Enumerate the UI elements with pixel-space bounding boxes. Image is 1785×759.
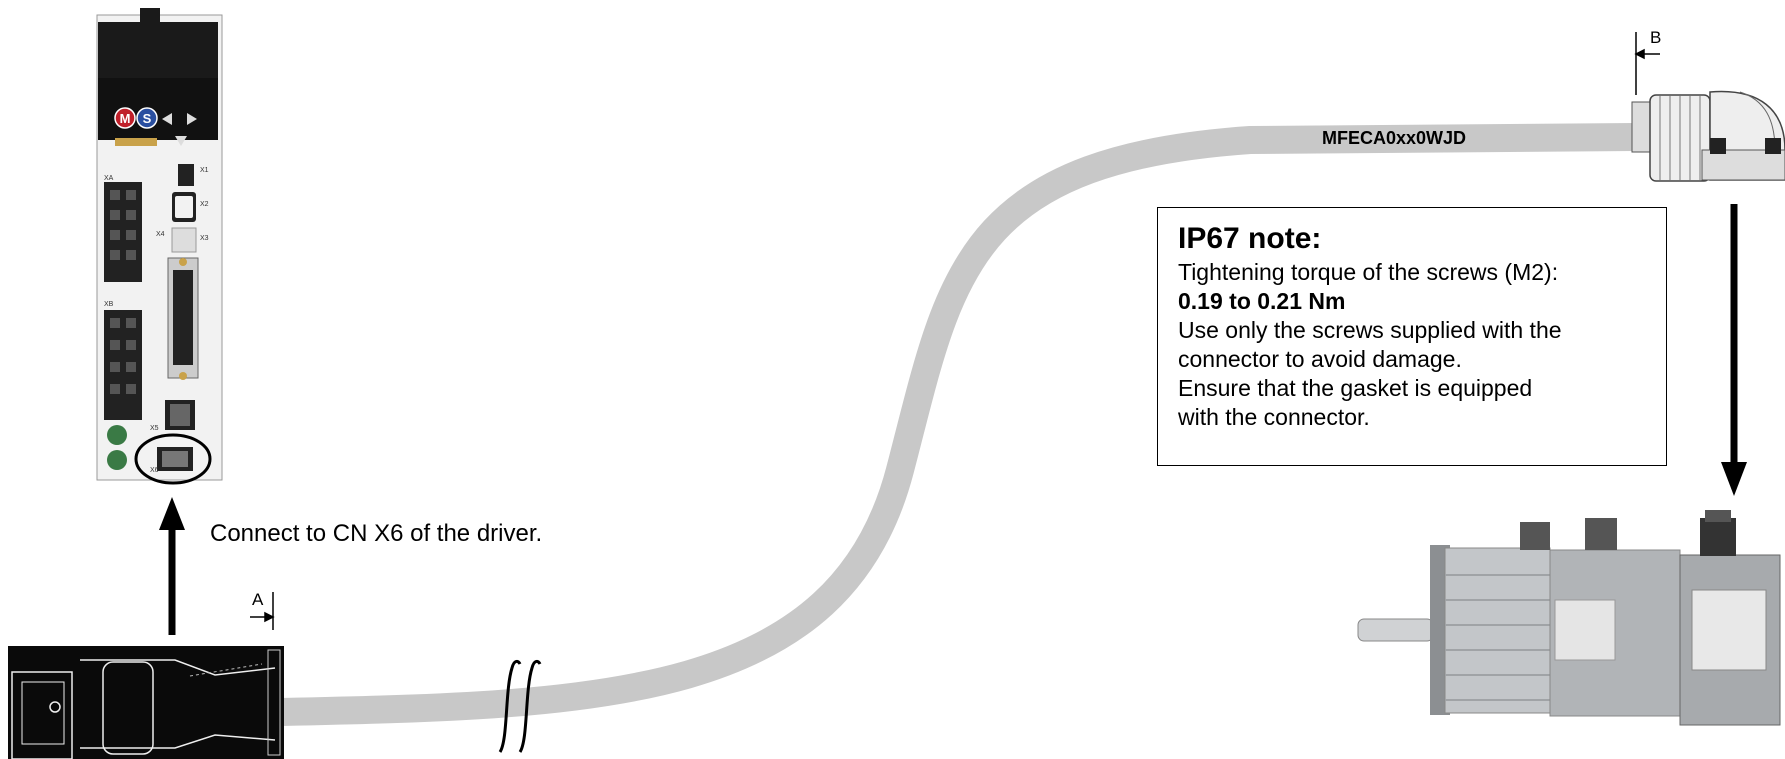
down-arrow-icon	[175, 136, 187, 146]
motor-arrow	[1721, 204, 1747, 496]
dimension-a-label: A	[252, 590, 264, 609]
connect-arrow	[159, 497, 185, 635]
port-label-x3: X3	[200, 235, 209, 242]
dimension-a-marker	[250, 592, 275, 630]
servo-driver: M S	[96, 8, 223, 481]
dimension-b-label: B	[1650, 28, 1662, 47]
port-label-x1: X1	[200, 167, 209, 174]
ip67-note-box: IP67 note: Tightening torque of the scre…	[1157, 207, 1667, 466]
port-label-x4: X4	[156, 231, 165, 238]
cable-model-label: MFECA0xx0WJD	[1322, 128, 1467, 148]
ip67-screws-line: Use only the screws supplied with the	[1178, 317, 1562, 343]
ip67-torque-value: 0.19 to 0.21 Nm	[1178, 288, 1346, 314]
port-label-x5: X5	[150, 425, 159, 432]
ip67-damage-line: connector to avoid damage.	[1178, 346, 1462, 372]
ip67-torque-line: Tightening torque of the screws (M2):	[1178, 259, 1559, 285]
dimension-b-marker	[1634, 32, 1660, 95]
driver-side-connector	[8, 646, 284, 759]
cable-break-symbol	[498, 659, 542, 753]
ip67-note-title: IP67 note:	[1178, 222, 1322, 255]
mode-button-label: M	[120, 111, 131, 126]
x6-port-highlight	[134, 433, 212, 485]
motor-side-connector	[1631, 90, 1785, 182]
ip67-connector-line: with the connector.	[1178, 404, 1370, 430]
right-arrow-icon	[187, 113, 197, 125]
port-label-x2: X2	[200, 201, 209, 208]
port-label-x6: X6	[150, 467, 159, 474]
port-label-xb: XB	[104, 301, 114, 308]
ip67-gasket-line: Ensure that the gasket is equipped	[1178, 375, 1533, 401]
set-button	[136, 107, 158, 129]
encoder-cable	[279, 123, 1636, 726]
port-label-xa: XA	[104, 175, 114, 182]
mode-button	[114, 107, 136, 129]
left-arrow-icon	[162, 113, 172, 125]
connect-instruction: Connect to CN X6 of the driver.	[210, 520, 543, 547]
set-button-label: S	[143, 111, 152, 126]
servo-motor	[1357, 510, 1781, 726]
